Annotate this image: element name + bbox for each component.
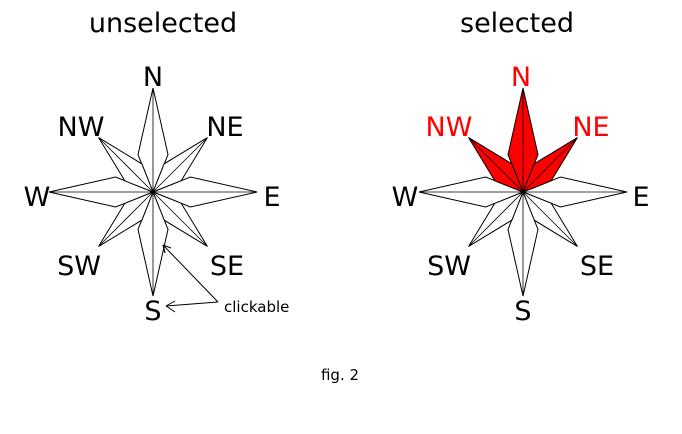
callout-line-to-label bbox=[165, 301, 219, 307]
callout-arrowhead-point-path bbox=[162, 244, 172, 254]
label-e-unselected: E bbox=[263, 182, 280, 213]
label-n-selected: N bbox=[511, 62, 531, 93]
compass-ridge-nw-selected bbox=[468, 137, 524, 193]
label-n-unselected: N bbox=[143, 62, 163, 93]
label-nw-unselected: NW bbox=[58, 112, 105, 143]
compass-panel-selected: selected N NE E SE S SW W NW bbox=[392, 8, 650, 327]
callout-arrowhead-label bbox=[165, 300, 176, 313]
compass-ridge-sw-selected bbox=[468, 191, 524, 247]
panel-title-unselected: unselected bbox=[89, 8, 237, 39]
compass-panel-unselected: unselected N NE E SE S SW W NW clickable bbox=[24, 8, 290, 327]
label-s-unselected: S bbox=[144, 296, 161, 327]
compass-ridge-ne-unselected bbox=[152, 137, 208, 193]
clickable-annotation: clickable bbox=[224, 298, 289, 316]
label-s-selected: S bbox=[514, 296, 531, 327]
label-w-unselected: W bbox=[24, 182, 51, 213]
label-e-selected: E bbox=[632, 182, 649, 213]
panel-title-selected: selected bbox=[460, 8, 574, 39]
clickable-callout: clickable bbox=[162, 244, 289, 316]
compass-rose-selected bbox=[418, 87, 628, 297]
compass-ridge-sw-unselected bbox=[98, 191, 154, 247]
label-w-selected: W bbox=[392, 182, 419, 213]
compass-ridge-se-unselected bbox=[152, 191, 208, 247]
compass-ridge-nw-unselected bbox=[98, 137, 154, 193]
label-se-selected: SE bbox=[580, 251, 614, 282]
compass-rose-unselected bbox=[48, 87, 258, 297]
label-ne-selected: NE bbox=[572, 112, 609, 143]
label-sw-unselected: SW bbox=[57, 251, 101, 282]
figure-caption: fig. 2 bbox=[321, 366, 359, 384]
label-ne-unselected: NE bbox=[206, 112, 243, 143]
label-nw-selected: NW bbox=[426, 112, 473, 143]
label-sw-selected: SW bbox=[427, 251, 471, 282]
label-se-unselected: SE bbox=[210, 251, 244, 282]
callout-line-to-point bbox=[162, 244, 219, 303]
compass-ridge-se-selected bbox=[522, 191, 578, 247]
compass-ridge-ne-selected bbox=[522, 137, 578, 193]
